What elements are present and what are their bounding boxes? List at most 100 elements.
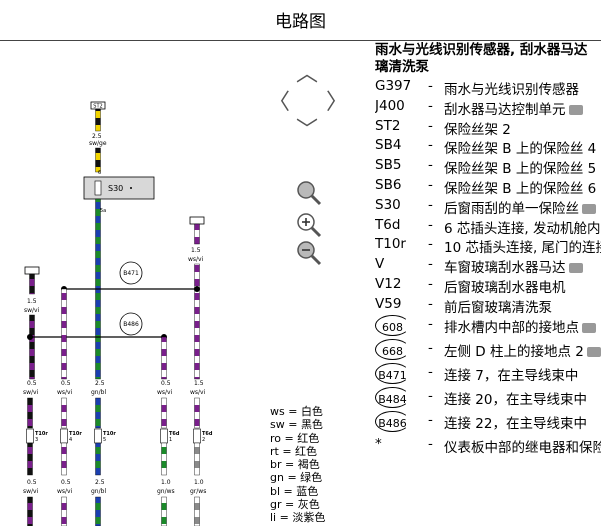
wire-size-label-lower: 2.5 [95,479,105,486]
wire-segment-bottom [61,496,67,526]
legend-desc: 保险丝架 B 上的保险丝 5 [444,161,597,178]
legend-row: V59-前后窗玻璃清洗泵 [375,296,601,316]
legend-code: J400 [375,97,405,114]
wire-color-label-lower: gr/ws [190,488,206,495]
wire-size-label: 0.5 [161,380,171,387]
zoom-fit-icon[interactable] [296,180,322,206]
ground-point-symbol: B486 [375,410,410,432]
wire-segment-lower [27,442,33,476]
wire-ws-vi-right-2 [194,263,200,380]
legend-dash: - [428,236,433,253]
ground-point-symbol: B484 [375,386,410,408]
camera-icon[interactable] [586,346,601,357]
wire-size-label: 2.5 [95,380,105,387]
connector-symbol [60,428,68,444]
s30-label: S30 [108,184,123,193]
legend-code: V12 [375,275,402,292]
camera-icon[interactable] [568,104,583,115]
junction-b486-label: B486 [123,321,139,328]
arrow-down-icon[interactable]: ﹀ [296,118,319,143]
connector-symbol [26,428,34,444]
legend-row: T6d-6 芯插头连接, 发动机舱内 [375,217,601,237]
connector-pin: 2 [202,437,205,443]
wire-color-label: ws/vi [57,389,73,396]
wire-segment [27,397,33,429]
term-t3w-box [24,266,40,275]
wire-segment [95,397,101,429]
legend-dash: - [428,295,433,312]
legend-dash: - [428,256,433,273]
legend-row: 668-左侧 D 柱上的接地点 2 [375,338,601,364]
legend-desc: 车窗玻璃刮水器马达 [444,256,583,276]
legend-desc: 保险丝架 2 [444,121,511,138]
legend-dash: - [428,157,433,174]
wire-ws-vi-mid [61,288,67,380]
legend-title: 雨水与光线识别传感器, 刮水器马达璃清洗泵 [375,42,601,76]
junction-b471 [119,261,143,285]
wire-segment-lower [161,442,167,476]
connector-label: T6d [169,431,180,437]
wire-size-label-lower: 0.5 [61,479,71,486]
connector-pin: 1 [169,437,172,443]
connector-pin: 3 [35,437,38,443]
s30-dot [130,187,132,189]
legend-dash: - [428,275,433,292]
legend-desc: 仪表板中部的继电器和保险丝 [444,439,601,456]
legend-row: V12-后窗玻璃刮水器电机 [375,276,601,296]
legend-desc: 后窗雨刮的单一保险丝 [444,197,596,217]
legend-dash: - [428,363,433,380]
connector-label: T10r [103,431,116,437]
connector-pin: 5 [103,437,106,443]
connector-label: T6d [202,431,213,437]
wire-color-label: ws/vi [157,389,173,396]
color-key-item: sw = 黑色 [270,418,323,432]
legend-desc: 排水槽内中部的接地点 [444,316,596,336]
bottom-wires: 0.5sw/viT10r30.5sw/vi0.5ws/viT10r40.5ws/… [23,380,213,526]
legend-dash: - [428,196,433,213]
legend-title-line: 雨水与光线识别传感器, 刮水器马达 [375,42,588,58]
legend-desc: 6 芯插头连接, 发动机舱内 [444,220,601,237]
main-wire-color: sw/ge [89,140,107,147]
ground-point-symbol: 668 [375,338,410,360]
legend-code: * [375,435,382,452]
color-key-item: br = 褐色 [270,458,320,472]
legend-row: B471-连接 7，在主导线束中 [375,362,601,388]
camera-icon[interactable] [582,203,596,214]
wire-size-label: 0.5 [27,380,37,387]
wire-size-label: 0.5 [61,380,71,387]
legend-row: S30-后窗雨刮的单一保险丝 [375,197,601,217]
legend-dash: - [428,78,433,94]
junction-dot-3 [27,334,33,340]
camera-icon[interactable] [582,322,596,333]
ground-point-symbol: 608 [375,314,410,336]
legend-row: J400-刮水器马达控制单元 [375,98,601,118]
arrow-up-icon[interactable]: ︿ [296,62,319,87]
sb-pin-label: 6 [98,170,101,176]
connector-symbol [94,428,102,444]
legend-row: *-仪表板中部的继电器和保险丝 [375,436,601,456]
wire-color-label: gn/bl [91,389,106,396]
wire-color-label-lower: sw/vi [23,488,39,495]
arrow-right-icon[interactable]: 〉 [326,90,349,115]
zoom-out-icon[interactable] [296,240,322,266]
wire-segment [194,397,200,429]
camera-icon[interactable] [568,263,583,274]
legend-row: V-车窗玻璃刮水器马达 [375,256,601,276]
arrow-left-icon[interactable]: 〈 [268,90,291,115]
legend-desc: 左侧 D 柱上的接地点 2 [444,340,601,360]
color-key-item: ws = 白色 [270,405,323,418]
zoom-in-icon[interactable] [296,212,322,238]
legend-dash: - [428,315,433,332]
wire-segment-bottom [27,496,33,526]
s30-sub-label: 5a [100,208,106,214]
wire-color-label-lower: gn/ws [157,488,175,495]
junction-b486 [119,312,143,336]
wire-segment-lower [95,442,101,476]
legend-code: T10r [375,236,406,253]
wire-sw-vi-left [29,273,35,295]
connector-pin: 4 [69,437,72,443]
legend-row: G397-雨水与光线识别传感器 [375,78,601,98]
s30-fuse-symbol [94,180,102,196]
